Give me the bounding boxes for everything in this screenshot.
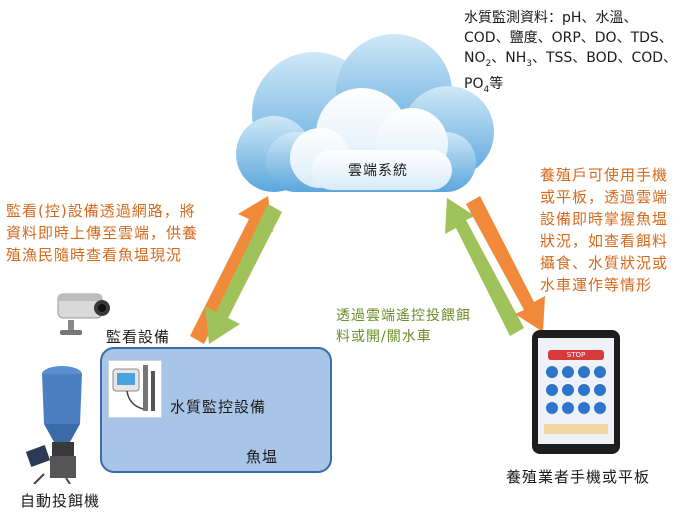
security-camera-icon [57, 293, 110, 335]
cloud-icon [236, 34, 494, 192]
params-line-1: 水質監測資料：pH、水溫、 [464, 10, 638, 26]
feeder-label: 自動投餌機 [20, 492, 101, 510]
upload-note-line-3: 殖漁民隨時查看魚塭現況 [6, 246, 183, 264]
tablet-screen: STOP [538, 338, 614, 444]
remote-control-arrow [445, 198, 524, 336]
pond-label: 魚塭 [246, 448, 279, 466]
tablet-icon: STOP [532, 330, 620, 454]
upload-note: 監看(控)設備透過網路，將 資料即時上傳至雲端，供養 殖漁民隨時查看魚塭現況 [6, 200, 198, 266]
camera-label: 監看設備 [106, 328, 171, 346]
params-line-3: NO2、NH3、TSS、BOD、COD、 [464, 50, 678, 69]
params-line-4: PO4等 [464, 75, 504, 95]
auto-feeder-icon [26, 366, 82, 484]
remote-note-line-2: 料或開/關水車 [336, 329, 432, 345]
tablet-stop-button: STOP [548, 350, 604, 360]
farmer-note-line-5: 攝食、水質狀況或 [540, 254, 669, 272]
farmer-note-line-2: 或平板，透過雲端 [540, 188, 669, 206]
farmer-note-line-1: 養殖戶可使用手機 [540, 166, 669, 184]
water-quality-meter-icon [108, 360, 162, 418]
downlink-arrow-left [205, 204, 282, 344]
params-line-2: COD、鹽度、ORP、DO、TDS、 [464, 30, 673, 46]
upload-note-line-2: 資料即時上傳至雲端，供養 [6, 224, 199, 242]
upload-arrow [190, 196, 273, 344]
farmer-view-arrow [466, 196, 545, 332]
farmer-note-line-3: 設備即時掌握魚塭 [540, 210, 669, 228]
upload-note-line-1: 監看(控)設備透過網路，將 [6, 202, 196, 220]
remote-note-line-1: 透過雲端遙控投餵餌 [336, 308, 471, 324]
farmer-note-line-4: 狀況，如查看餌料 [540, 232, 669, 250]
cloud-label: 雲端系統 [348, 163, 408, 179]
tablet-label: 養殖業者手機或平板 [506, 468, 651, 486]
farmer-note: 養殖戶可使用手機 或平板，透過雲端 設備即時掌握魚塭 狀況，如查看餌料 攝食、水… [540, 164, 668, 296]
farmer-note-line-6: 水車運作等情形 [540, 276, 653, 294]
water-quality-parameters: 水質監測資料：pH、水溫、 COD、鹽度、ORP、DO、TDS、 NO2、NH3… [464, 8, 696, 100]
remote-control-note: 透過雲端遙控投餵餌 料或開/關水車 [336, 306, 471, 348]
water-monitor-label: 水質監控設備 [170, 398, 267, 416]
